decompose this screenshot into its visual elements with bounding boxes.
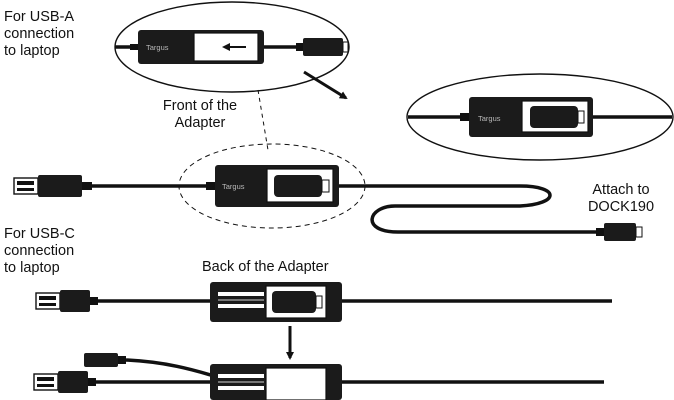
zoom-ellipse-usb-a: Targus: [114, 1, 350, 93]
brand-logo: Targus: [222, 182, 245, 191]
usb-a-plug: [13, 177, 39, 195]
label-usb-a-line1: For USB-A: [4, 9, 75, 25]
label-usb-c-line1: For USB-C: [4, 226, 75, 242]
brand-logo: Targus: [478, 114, 501, 123]
zoom-ellipse-inserted: Targus: [406, 73, 674, 161]
label-usb-c: For USB-C connection to laptop: [4, 226, 75, 277]
label-usb-a: For USB-A connection to laptop: [4, 9, 74, 60]
label-usb-a-line3: to laptop: [4, 43, 60, 59]
label-back: Back of the Adapter: [202, 259, 329, 276]
label-usb-c-line3: to laptop: [4, 260, 60, 276]
label-attach: Attach to DOCK190: [578, 182, 664, 216]
label-back-text: Back of the Adapter: [202, 259, 329, 275]
label-usb-a-line2: connection: [4, 26, 75, 42]
label-front-line2: Adapter: [174, 115, 226, 131]
dock-cable: [339, 184, 598, 234]
label-front-line1: Front of the: [162, 98, 238, 114]
adapter-back-row2: [33, 353, 604, 400]
brand-logo: Targus: [146, 43, 169, 52]
label-front: Front of the Adapter: [154, 98, 246, 132]
adapter-front: Targus: [13, 143, 643, 241]
label-attach-line1: Attach to: [592, 182, 650, 198]
adapter-back-row1: [35, 282, 612, 322]
label-attach-line2: DOCK190: [587, 199, 655, 215]
usb-c-plug: [303, 38, 343, 56]
zoom-arrow: [303, 70, 348, 100]
label-usb-c-line2: connection: [4, 243, 75, 259]
usb-c-plug: [604, 223, 636, 241]
